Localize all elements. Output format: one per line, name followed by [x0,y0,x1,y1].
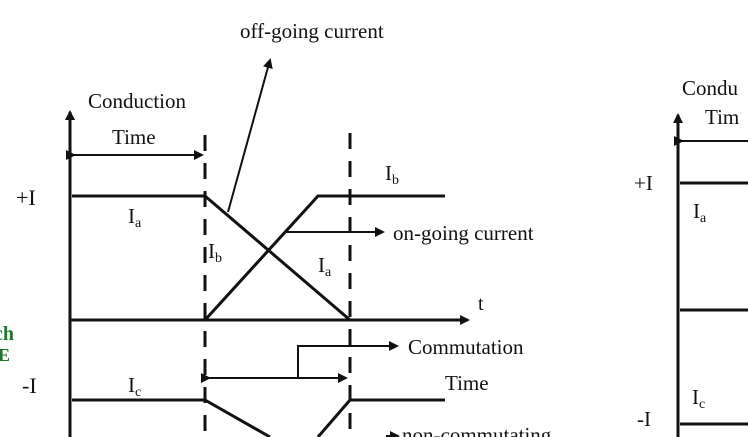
right-time-label: Tim [705,105,739,129]
non-commutating-label: non-commutating [402,423,552,437]
right-conduction-label: Condu [682,76,739,100]
ic-drop-line [204,398,271,437]
conduction-time-label: Time [112,125,156,149]
watermark-line1: ch [0,323,14,345]
ib-top-right-label: Ib [385,161,399,188]
on-going-label: on-going current [393,221,534,245]
right-ia-label: Ia [693,199,707,226]
ic-recover-line [316,398,445,437]
commutation-label: Commutation [408,335,524,359]
off-going-label: off-going current [240,19,384,43]
right-minus-i-label: -I [637,407,651,431]
right-plus-i-label: +I [634,171,653,195]
ia-top-label: Ia [128,204,142,231]
commutation-pointer [297,341,399,378]
watermark-line2: E [0,345,10,365]
ic-bottom-label: Ic [128,373,141,400]
t-axis-label: t [478,293,484,315]
ib-mid-label: Ib [208,239,222,266]
conduction-label: Conduction [88,89,186,113]
ib-rise-line [203,194,445,322]
right-ic-label: Ic [692,385,705,412]
minus-i-label: -I [22,373,37,398]
ia-decay-line [204,194,351,322]
plus-i-label: +I [16,185,36,210]
commutation-time-label: Time [445,371,489,395]
off-going-pointer [227,58,273,213]
ia-mid-label: Ia [318,253,332,280]
